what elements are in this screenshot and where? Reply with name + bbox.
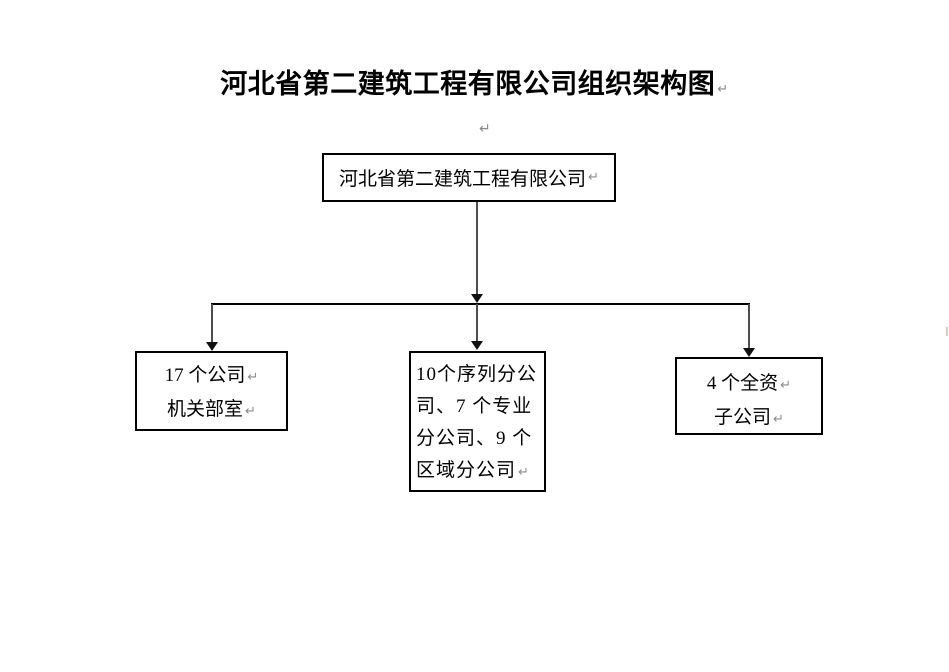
org-node-text-line: 区域分公司↵ bbox=[416, 455, 544, 489]
connector-middle-vertical-line bbox=[476, 304, 478, 342]
org-node-text: 4 个全资 bbox=[706, 373, 779, 394]
page-title-text: 河北省第二建筑工程有限公司组织架构图 bbox=[220, 69, 716, 99]
connector-horizontal-line bbox=[211, 303, 750, 305]
org-node-text: 司、7 个专业 bbox=[416, 396, 533, 417]
paragraph-mark-icon: ↵ bbox=[588, 170, 599, 185]
org-node-text-line: 17 个公司↵ bbox=[137, 360, 286, 394]
org-node-text: 机关部室 bbox=[167, 399, 244, 420]
org-node-text-line: 机关部室↵ bbox=[137, 394, 286, 428]
org-node-text: 10个序列分公 bbox=[416, 364, 538, 385]
org-node-text-line: 4 个全资↵ bbox=[677, 368, 821, 402]
paragraph-mark-icon: ↵ bbox=[717, 82, 729, 97]
org-node-branch-companies[interactable]: 10个序列分公 司、7 个专业 分公司、9 个 区域分公司↵ bbox=[409, 351, 546, 492]
edge-review-tick bbox=[946, 327, 948, 336]
org-node-text: 区域分公司 bbox=[416, 460, 517, 481]
connector-root-vertical-line bbox=[476, 202, 478, 297]
org-node-text: 17 个公司 bbox=[164, 365, 246, 386]
org-node-text-line: 10个序列分公 bbox=[416, 359, 544, 391]
arrow-down-icon bbox=[471, 294, 483, 303]
arrow-down-icon bbox=[743, 348, 755, 357]
org-node-text: 分公司、9 个 bbox=[416, 428, 533, 449]
page-title: 河北省第二建筑工程有限公司组织架构图↵ bbox=[0, 62, 949, 101]
connector-left-vertical-line bbox=[211, 304, 213, 343]
org-node-text: 子公司 bbox=[714, 407, 772, 428]
paragraph-mark-icon: ↵ bbox=[479, 121, 491, 137]
paragraph-mark-icon: ↵ bbox=[780, 378, 792, 393]
org-node-subsidiaries[interactable]: 4 个全资↵ 子公司↵ bbox=[675, 357, 823, 435]
arrow-down-icon bbox=[206, 342, 218, 351]
org-node-text-line: 分公司、9 个 bbox=[416, 423, 544, 455]
paragraph-mark-icon: ↵ bbox=[247, 370, 259, 385]
paragraph-mark-icon: ↵ bbox=[518, 465, 530, 480]
org-node-root[interactable]: 河北省第二建筑工程有限公司↵ bbox=[322, 153, 616, 202]
org-node-root-label: 河北省第二建筑工程有限公司 bbox=[339, 169, 587, 190]
org-node-company-offices[interactable]: 17 个公司↵ 机关部室↵ bbox=[135, 351, 288, 431]
org-node-text-line: 司、7 个专业 bbox=[416, 391, 544, 423]
paragraph-mark-icon: ↵ bbox=[245, 404, 256, 419]
connector-right-vertical-line bbox=[748, 304, 750, 349]
org-node-text-line: 子公司↵ bbox=[677, 402, 821, 436]
arrow-down-icon bbox=[471, 341, 483, 350]
paragraph-mark-icon: ↵ bbox=[773, 412, 784, 427]
